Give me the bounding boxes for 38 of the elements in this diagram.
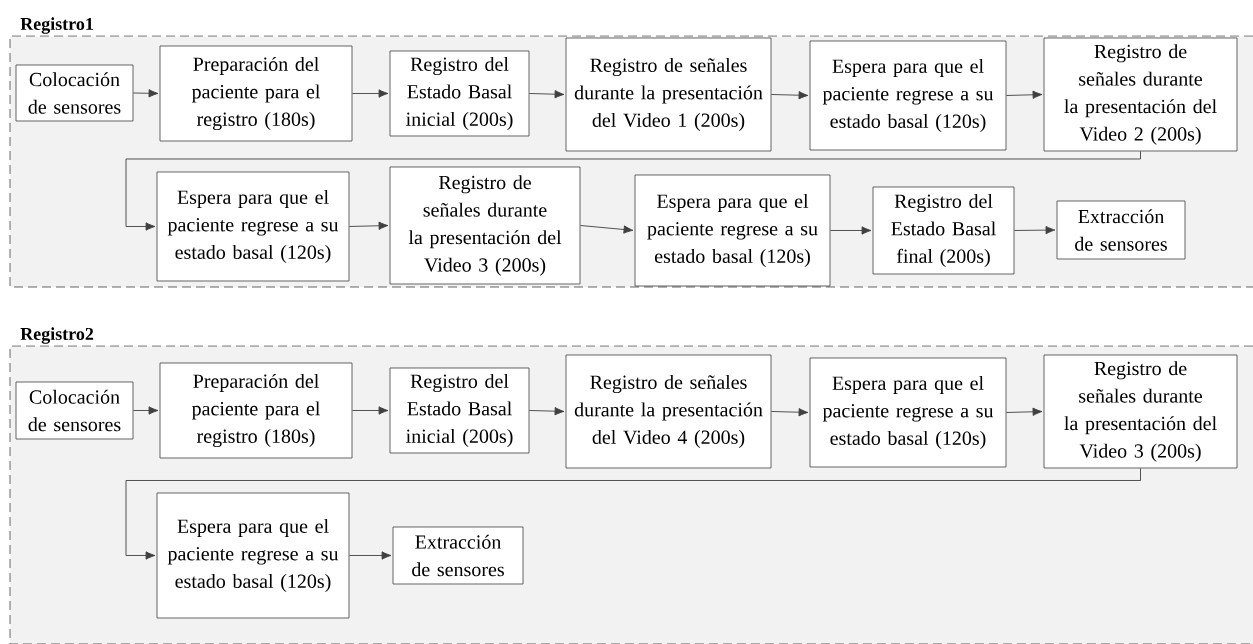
process-box: Colocación de sensores [15, 64, 134, 122]
arrow [351, 89, 389, 98]
arrow [1005, 407, 1043, 416]
arrow [579, 225, 634, 234]
process-box: Registro de señales durante la presentación del Video 1 (200s) [565, 37, 772, 152]
process-box: Espera para que el paciente regrese a su estado basal (120s) [156, 171, 350, 282]
process-box: Preparación del paciente para el registro (180s) [159, 362, 353, 459]
arrow [132, 406, 159, 415]
process-box: Registro del Estado Basal final (200s) [872, 186, 1015, 275]
arrow [1013, 226, 1056, 235]
process-box: Espera para que el paciente regrese a su estado basal (120s) [156, 492, 350, 619]
arrow [351, 406, 389, 415]
arrow [528, 407, 565, 416]
arrow [829, 226, 872, 235]
arrow [1005, 90, 1043, 99]
arrow [125, 150, 1141, 231]
arrow [770, 91, 809, 100]
arrow [770, 408, 809, 417]
group-title: Registro2 [20, 327, 94, 344]
arrow [132, 89, 159, 98]
group-title: Registro1 [20, 17, 93, 34]
process-box: Registro de señales durante la presentación del Video 2 (200s) [1043, 37, 1238, 152]
arrow [348, 551, 392, 560]
process-box: Espera para que el paciente regrese a su estado basal (120s) [809, 40, 1007, 151]
process-box: Registro del Estado Basal inicial (200s) [389, 367, 530, 454]
process-box: Registro de señales durante la presentación del Video 3 (200s) [1043, 354, 1238, 469]
process-box: Registro de señales durante la presentación del Video 4 (200s) [565, 354, 772, 469]
process-box: Espera para que el paciente regrese a su estado basal (120s) [634, 174, 831, 287]
process-box: Registro de señales durante la presentación del Video 3 (200s) [389, 166, 581, 285]
process-box: Extracción de sensores [1056, 200, 1186, 260]
process-box: Colocación de sensores [15, 381, 134, 440]
arrow [125, 467, 1141, 560]
process-box: Preparación del paciente para el registro (180s) [159, 45, 353, 142]
arrow [348, 221, 389, 230]
process-box: Registro del Estado Basal inicial (200s) [389, 50, 530, 137]
process-box: Extracción de sensores [392, 526, 524, 585]
arrow [528, 90, 565, 99]
process-box: Espera para que el paciente regrese a su estado basal (120s) [809, 357, 1007, 468]
